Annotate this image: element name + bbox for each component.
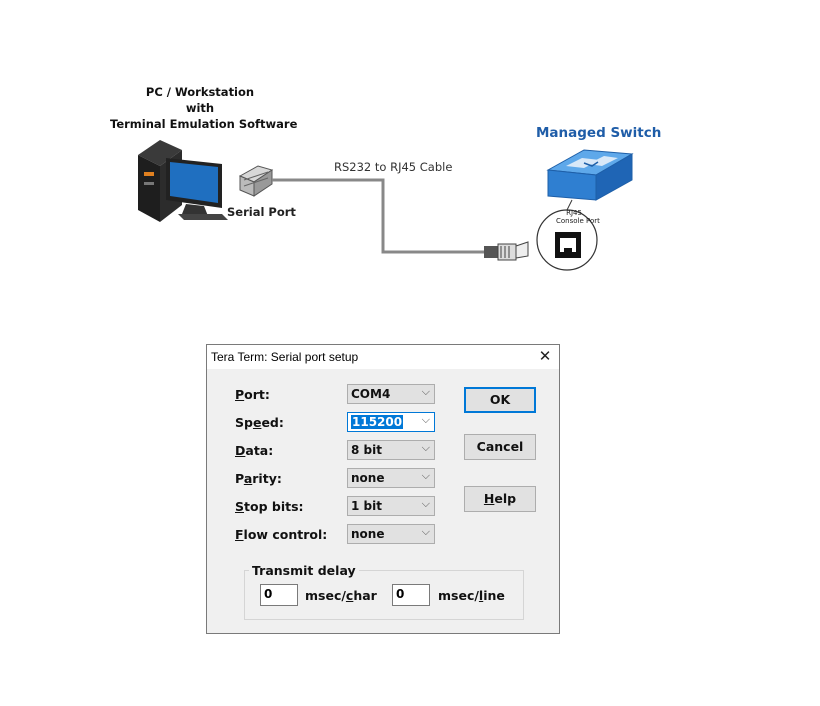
serial-port-setup-dialog: Tera Term: Serial port setup ✕ Port: COM… [206,344,560,634]
rj45-plug-icon [484,241,529,261]
parity-label: Parity: [235,471,282,486]
cancel-button[interactable]: Cancel [464,434,536,460]
port-label: Port: [235,387,270,402]
data-bits-value: 8 bit [351,443,382,457]
rj45-label-line1: RJ45 [566,209,582,217]
pc-workstation-icon [138,140,228,222]
transmit-delay-title: Transmit delay [249,563,359,578]
data-bits-select[interactable]: 8 bit ⌵ [347,440,435,460]
close-icon[interactable]: ✕ [538,348,552,365]
serial-cable [272,178,486,254]
speed-value: 115200 [351,415,404,429]
managed-switch-icon [546,149,634,201]
managed-switch-label: Managed Switch [536,125,662,141]
msec-line-label: msec/line [438,588,505,603]
stop-bits-select[interactable]: 1 bit ⌵ [347,496,435,516]
pc-title-line2: with [185,101,215,115]
serial-port-label: Serial Port [227,205,296,219]
port-select[interactable]: COM4 ⌵ [347,384,435,404]
ok-button[interactable]: OK [464,387,536,413]
chevron-down-icon: ⌵ [421,470,430,482]
chevron-down-icon: ⌵ [421,498,430,510]
console-port-callout [536,199,598,271]
pc-title: PC / Workstation with Terminal Emulation… [110,84,298,132]
flow-control-select[interactable]: none ⌵ [347,524,435,544]
speed-label: Speed: [235,415,284,430]
msec-char-label: msec/char [305,588,377,603]
chevron-down-icon: ⌵ [421,386,430,398]
transmit-delay-group [244,570,524,620]
pc-title-line1: PC / Workstation [145,85,255,99]
speed-select[interactable]: 115200 ⌵ [347,412,435,432]
rj45-console-port-label: RJ45 Console Port [556,209,600,225]
pc-title-line3: Terminal Emulation Software [110,117,298,131]
diagram-graphics [138,140,634,271]
flow-control-value: none [351,527,385,541]
chevron-down-icon: ⌵ [421,414,430,426]
chevron-down-icon: ⌵ [421,442,430,454]
flow-control-label: Flow control: [235,527,328,542]
dialog-title: Tera Term: Serial port setup [211,350,359,364]
stop-bits-value: 1 bit [351,499,382,513]
data-label: Data: [235,443,274,458]
connection-diagram: PC / Workstation with Terminal Emulation… [0,0,820,300]
msec-char-input[interactable]: 0 [260,584,298,606]
parity-select[interactable]: none ⌵ [347,468,435,488]
help-button[interactable]: Help [464,486,536,512]
port-value: COM4 [351,387,391,401]
stop-bits-label: Stop bits: [235,499,304,514]
rj45-label-line2: Console Port [556,217,600,225]
parity-value: none [351,471,385,485]
serial-port-connector-icon [238,165,274,197]
cable-label: RS232 to RJ45 Cable [334,160,453,174]
dialog-titlebar: Tera Term: Serial port setup ✕ [207,345,559,369]
msec-line-input[interactable]: 0 [392,584,430,606]
chevron-down-icon: ⌵ [421,526,430,538]
